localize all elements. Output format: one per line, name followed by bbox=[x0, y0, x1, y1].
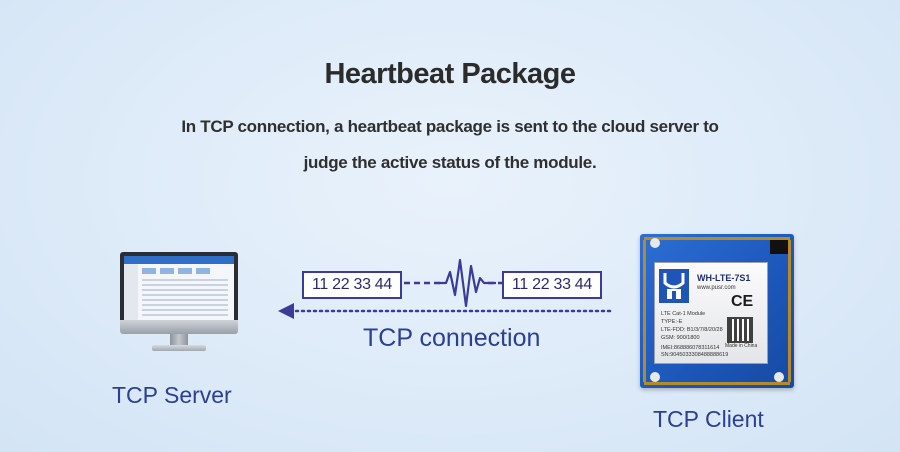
ce-mark-icon: CE bbox=[731, 293, 754, 310]
mount-hole bbox=[650, 238, 660, 248]
module-line-5: IMEI:868886078311614 bbox=[661, 345, 720, 351]
pin-header-bottom bbox=[644, 382, 790, 385]
screen-block bbox=[178, 268, 192, 274]
mount-hole bbox=[650, 372, 660, 382]
packet-box-left: 11 22 33 44 bbox=[302, 271, 402, 299]
tcp-server-monitor-icon bbox=[120, 252, 238, 362]
pin-header-top bbox=[644, 237, 790, 240]
subtitle-line-1: In TCP connection, a heartbeat package i… bbox=[181, 117, 719, 136]
made-in-label: Made in China bbox=[725, 343, 758, 349]
screen-row bbox=[142, 314, 228, 316]
pin-header-right bbox=[788, 240, 791, 382]
module-line-1: LTE Cat-1 Module bbox=[661, 311, 706, 317]
packet-box-right: 11 22 33 44 bbox=[502, 271, 602, 299]
module-line-4: GSM: 900/1800 bbox=[661, 335, 700, 341]
page-title: Heartbeat Package bbox=[324, 58, 576, 90]
screen-header-bar bbox=[124, 256, 234, 264]
usr-logo-icon bbox=[663, 273, 685, 299]
module-line-2: TYPE:-E bbox=[661, 319, 683, 325]
screen-row bbox=[142, 304, 228, 306]
module-url: www.pusr.com bbox=[697, 285, 736, 291]
module-line-3: LTE-FDD: B1/3/7/8/20/28 bbox=[661, 327, 723, 333]
screen-row bbox=[142, 299, 228, 301]
board-connector bbox=[770, 240, 788, 254]
tcp-server-label: TCP Server bbox=[112, 382, 232, 408]
pin-header-left bbox=[643, 240, 646, 382]
monitor-chin bbox=[120, 320, 238, 334]
qr-code-icon bbox=[727, 317, 753, 343]
monitor-neck bbox=[170, 334, 188, 346]
arrow-head-icon bbox=[278, 303, 294, 319]
screen-sidebar bbox=[124, 264, 138, 320]
usr-logo bbox=[659, 269, 689, 303]
screen-row bbox=[142, 279, 228, 281]
monitor-screen bbox=[124, 256, 234, 320]
heartbeat-pulse-icon bbox=[438, 258, 496, 308]
screen-block bbox=[160, 268, 174, 274]
tcp-connection-label: TCP connection bbox=[363, 324, 541, 352]
screen-row bbox=[142, 284, 228, 286]
monitor-bezel bbox=[120, 252, 238, 330]
lte-module-chip: WH-LTE-7S1 www.pusr.com CE LTE Cat-1 Mod… bbox=[654, 262, 768, 364]
module-line-6: SN:9045033308488888619 bbox=[661, 352, 729, 358]
screen-block bbox=[196, 268, 210, 274]
screen-row bbox=[142, 294, 228, 296]
mount-hole bbox=[774, 372, 784, 382]
screen-row bbox=[142, 309, 228, 311]
screen-row bbox=[142, 289, 228, 291]
tcp-client-label: TCP Client bbox=[653, 406, 764, 432]
screen-block bbox=[142, 268, 156, 274]
module-model: WH-LTE-7S1 bbox=[697, 273, 751, 283]
monitor-base bbox=[152, 345, 206, 351]
subtitle-line-2: judge the active status of the module. bbox=[303, 153, 597, 172]
